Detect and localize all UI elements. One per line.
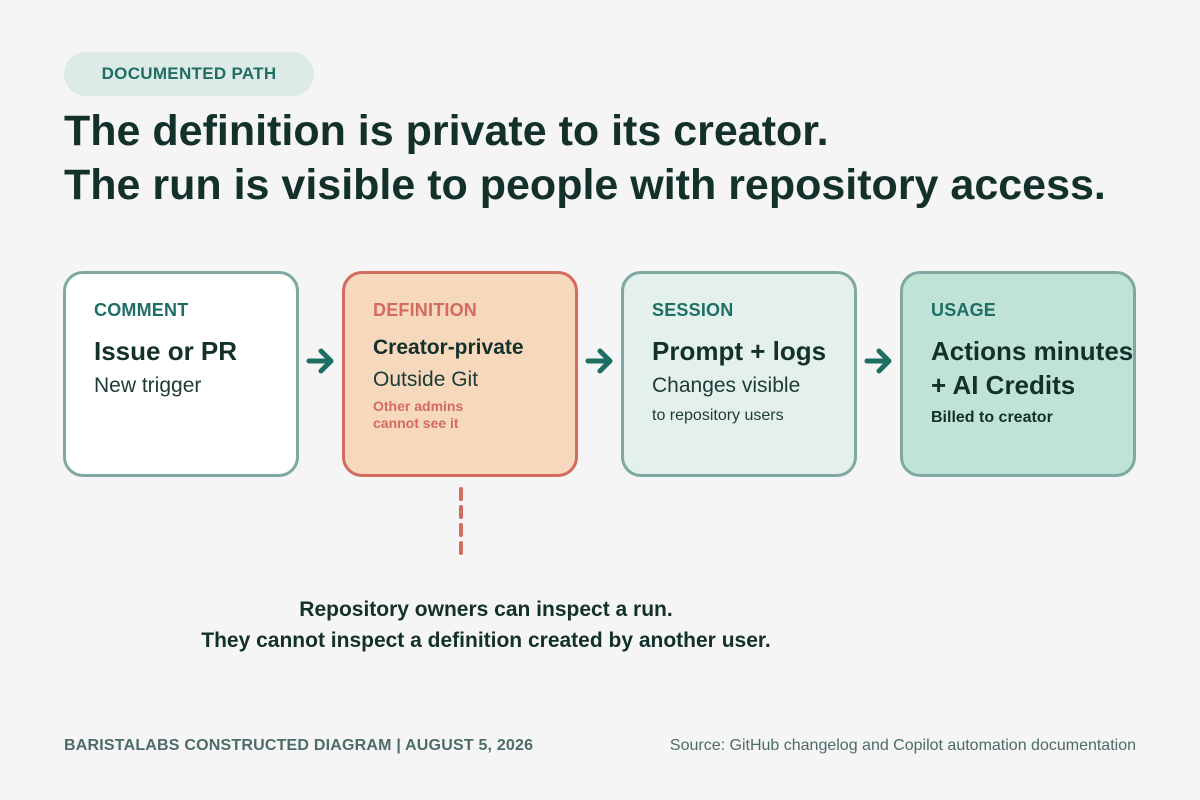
definition-subtitle: Outside Git: [373, 368, 479, 391]
comment-subtitle: New trigger: [94, 374, 202, 397]
page-headline: The definition is private to its creator…: [64, 104, 1106, 212]
session-card: SESSION Prompt + logs Changes visible to…: [621, 271, 857, 477]
caption-line-1: Repository owners can inspect a run.: [299, 598, 673, 621]
definition-note-line-1: Other admins: [373, 398, 464, 414]
definition-title: Creator-private: [373, 336, 524, 359]
arrow-right-icon: [585, 348, 613, 374]
comment-title: Issue or PR: [94, 336, 238, 366]
session-subtitle: Changes visible: [652, 374, 801, 397]
usage-card: USAGE Actions minutes + AI Credits Bille…: [900, 271, 1136, 477]
dashed-connector: [459, 487, 463, 563]
session-title: Prompt + logs: [652, 336, 827, 366]
definition-note: Other admins cannot see it: [373, 398, 575, 432]
footer-credit: BARISTALABS CONSTRUCTED DIAGRAM | AUGUST…: [64, 737, 534, 754]
footer-source: Source: GitHub changelog and Copilot aut…: [669, 737, 1136, 754]
caption-line-2: They cannot inspect a definition created…: [201, 629, 771, 652]
definition-note-line-2: cannot see it: [373, 415, 459, 431]
usage-title-line-1: Actions minutes: [931, 336, 1134, 366]
definition-card: DEFINITION Creator-private Outside Git O…: [342, 271, 578, 477]
headline-line-1: The definition is private to its creator…: [64, 107, 829, 155]
diagram-caption: Repository owners can inspect a run. The…: [60, 594, 912, 656]
usage-category: USAGE: [931, 300, 997, 320]
documented-path-badge: DOCUMENTED PATH: [64, 52, 314, 96]
arrow-right-icon: [864, 348, 892, 374]
headline-line-2: The run is visible to people with reposi…: [64, 161, 1106, 209]
session-category: SESSION: [652, 300, 734, 320]
comment-category: COMMENT: [94, 300, 189, 320]
session-note: to repository users: [652, 407, 784, 424]
arrow-right-icon: [306, 348, 334, 374]
comment-card: COMMENT Issue or PR New trigger: [63, 271, 299, 477]
definition-category: DEFINITION: [373, 300, 477, 320]
usage-title-line-2: + AI Credits: [931, 370, 1076, 400]
usage-note: Billed to creator: [931, 409, 1053, 426]
